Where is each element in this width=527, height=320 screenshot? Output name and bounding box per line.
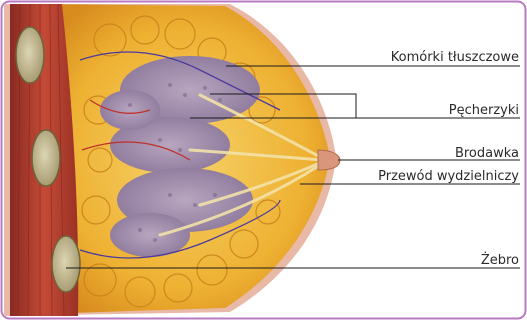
label-milk-duct: Przewód wydzielniczy: [378, 169, 519, 184]
label-lobules: Pęcherzyki: [449, 103, 519, 118]
label-nipple: Brodawka: [455, 146, 519, 161]
label-fat-cells: Komórki tłuszczowe: [391, 50, 519, 65]
rib-2: [32, 130, 60, 186]
label-rib: Żebro: [481, 253, 519, 268]
rib-3: [52, 236, 80, 292]
rib-1: [16, 27, 44, 83]
